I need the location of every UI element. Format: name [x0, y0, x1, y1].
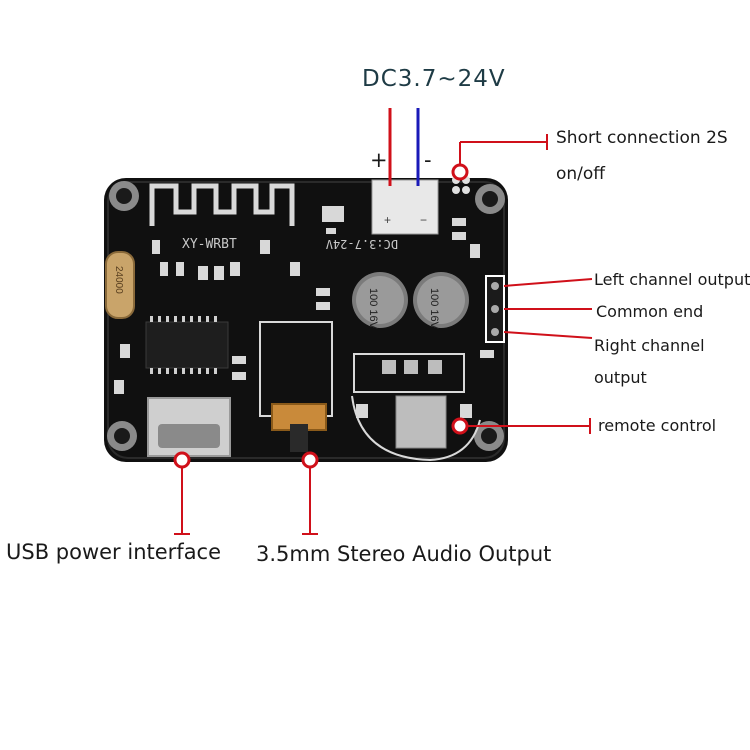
remote-control-label: remote control	[598, 416, 717, 435]
svg-text:100 16V: 100 16V	[367, 288, 379, 330]
ir-receiver-outline	[351, 395, 481, 462]
mounting-hole-bottom-left	[107, 421, 137, 451]
smd-components	[114, 206, 494, 418]
usb-port	[147, 397, 231, 457]
svg-text:−: −	[420, 213, 427, 227]
callout-lines	[174, 134, 593, 535]
output-pin-header	[485, 275, 505, 343]
short-connection-label: Short connection 2S	[556, 128, 728, 148]
mounting-hole-top-left	[109, 181, 139, 211]
short-connection-sublabel: on/off	[556, 164, 606, 184]
amp-pads	[353, 353, 465, 393]
model-silkscreen: XY-WRBT	[182, 237, 237, 252]
bluetooth-ic	[145, 316, 229, 374]
ir-receiver	[395, 395, 447, 449]
antenna-trace	[149, 183, 295, 226]
common-end-label: Common end	[596, 302, 704, 321]
capacitor-left: 100 16V	[352, 272, 408, 330]
right-channel-label: Right channel	[594, 336, 705, 355]
minus-sign: -	[424, 148, 432, 172]
mounting-hole-top-right	[475, 184, 505, 214]
left-channel-label: Left channel output	[594, 270, 750, 289]
callout-dots	[173, 163, 469, 469]
svg-text:100 16V: 100 16V	[428, 288, 440, 330]
voltage-silkscreen: DC:3.7-24V	[326, 237, 398, 251]
audio-jack	[271, 403, 327, 452]
svg-text:+: +	[384, 213, 391, 227]
mounting-hole-bottom-right	[474, 421, 504, 451]
power-terminal-block: + −	[371, 179, 439, 235]
audio-output-label: 3.5mm Stereo Audio Output	[256, 542, 552, 566]
plus-sign: +	[370, 148, 388, 172]
capacitor-right: 100 16V	[413, 272, 469, 330]
crystal-oscillator: 24000	[105, 251, 135, 319]
crystal-label: 24000	[113, 266, 124, 294]
right-channel-sublabel: output	[594, 368, 647, 387]
voltage-label: DC3.7~24V	[362, 66, 506, 92]
usb-power-label: USB power interface	[6, 540, 222, 564]
